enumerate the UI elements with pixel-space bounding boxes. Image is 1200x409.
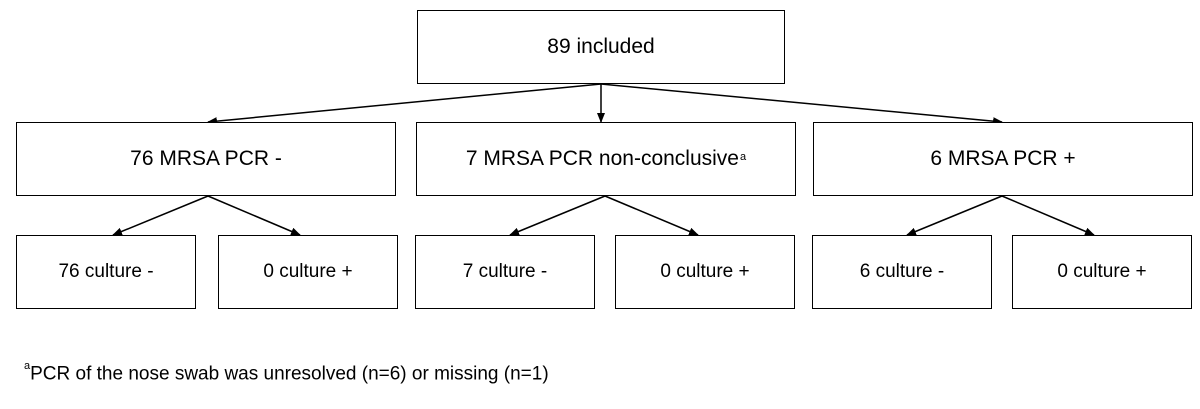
culture-label: 7 culture -: [462, 261, 548, 282]
arrow-root-to-pcr-negative: [207, 83, 602, 126]
pcr-nonconclusive-label: 7 MRSA PCR non-conclusive: [465, 147, 739, 170]
pcr-positive-label: 6 MRSA PCR +: [930, 147, 1076, 170]
pcr-positive-box: 6 MRSA PCR +: [813, 122, 1193, 196]
arrow-pcr-nonconclusive-to-culture-positive: [604, 195, 699, 236]
culture-positive-box: 0 culture +: [615, 235, 795, 309]
arrow-pcr-negative-to-culture-positive: [207, 195, 301, 236]
pcr-negative-label: 76 MRSA PCR -: [130, 147, 282, 170]
culture-negative-box: 76 culture -: [16, 235, 196, 309]
culture-label: 0 culture +: [1057, 261, 1147, 282]
arrow-pcr-nonconclusive-to-culture-negative: [509, 195, 606, 236]
pcr-negative-box: 76 MRSA PCR -: [16, 122, 396, 196]
culture-label: 0 culture +: [660, 261, 750, 282]
culture-negative-box: 6 culture -: [812, 235, 992, 309]
culture-negative-box: 7 culture -: [415, 235, 595, 309]
footnote-text: PCR of the nose swab was unresolved (n=6…: [30, 363, 549, 385]
footnote-marker: a: [740, 151, 747, 163]
arrow-pcr-positive-to-culture-negative: [906, 195, 1003, 236]
arrow-pcr-positive-to-culture-positive: [1001, 195, 1095, 236]
arrow-pcr-negative-to-culture-negative: [112, 195, 209, 236]
culture-label: 76 culture -: [58, 261, 154, 282]
culture-positive-box: 0 culture +: [1012, 235, 1192, 309]
arrow-root-to-pcr-positive: [600, 83, 1003, 126]
root-label: 89 included: [547, 35, 655, 58]
footnote-marker: a: [24, 360, 31, 372]
footnote: aPCR of the nose swab was unresolved (n=…: [24, 360, 549, 385]
culture-label: 6 culture -: [859, 261, 945, 282]
root-box: 89 included: [417, 10, 785, 84]
culture-label: 0 culture +: [263, 261, 353, 282]
culture-positive-box: 0 culture +: [218, 235, 398, 309]
